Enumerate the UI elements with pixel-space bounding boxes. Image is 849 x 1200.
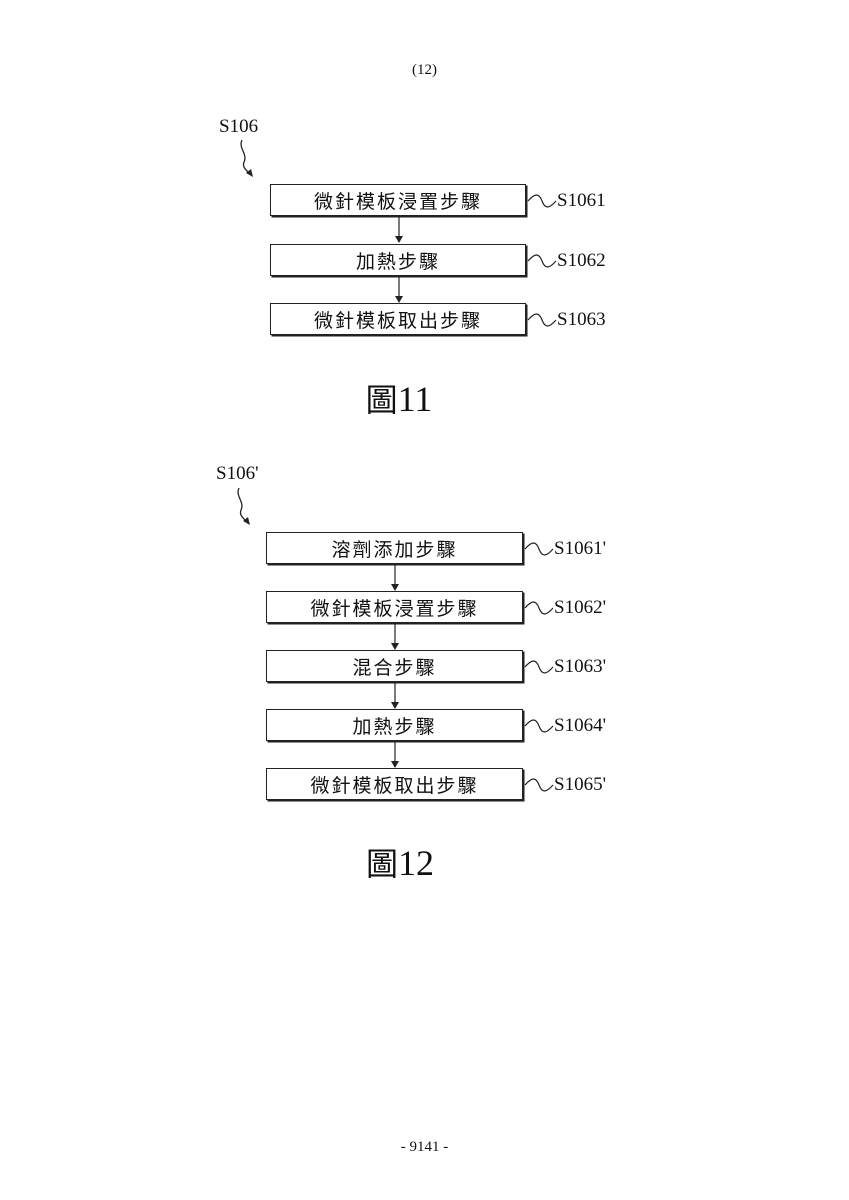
leader-tilde — [524, 541, 554, 557]
leader-tilde — [527, 312, 557, 328]
caption-prefix: 圖 — [366, 381, 398, 419]
step-text: 微針模板浸置步驟 — [310, 594, 478, 621]
page-header-marker: (12) — [0, 62, 849, 79]
page-footer-number: - 9141 - — [0, 1139, 849, 1156]
flow-arrow — [388, 624, 402, 651]
step-id-label: S1063' — [554, 656, 606, 678]
step-box: 加熱步驟 — [270, 244, 526, 276]
flow-arrow — [388, 683, 402, 710]
step-text: 微針模板取出步驟 — [314, 306, 482, 333]
step-text: 加熱步驟 — [356, 247, 440, 274]
step-id-label: S1061 — [557, 190, 606, 212]
leader-tilde — [527, 253, 557, 269]
root-step-label: S106 — [219, 116, 258, 138]
step-id-label: S1063 — [557, 309, 606, 331]
step-id-label: S1062' — [554, 597, 606, 619]
step-box: 混合步驟 — [266, 650, 523, 682]
flow-arrow — [392, 277, 406, 304]
flow-arrow — [388, 742, 402, 769]
step-box: 微針模板取出步驟 — [266, 768, 523, 800]
caption-number: 12 — [398, 843, 434, 883]
step-box: 微針模板取出步驟 — [270, 303, 526, 335]
figure-caption: 圖11 — [299, 375, 499, 421]
caption-prefix: 圖 — [366, 845, 398, 883]
figure-caption: 圖12 — [300, 839, 500, 885]
leader-tilde — [524, 659, 554, 675]
step-box: 溶劑添加步驟 — [266, 532, 523, 564]
step-id-label: S1061' — [554, 538, 606, 560]
step-text: 溶劑添加步驟 — [331, 535, 457, 562]
step-id-label: S1062 — [557, 250, 606, 272]
step-text: 微針模板取出步驟 — [310, 771, 478, 798]
caption-number: 11 — [398, 379, 433, 419]
leader-tilde — [527, 193, 557, 209]
leader-tilde — [524, 777, 554, 793]
root-pointer-arrow — [236, 138, 256, 178]
step-id-label: S1064' — [554, 715, 606, 737]
step-text: 微針模板浸置步驟 — [314, 187, 482, 214]
step-text: 加熱步驟 — [352, 712, 436, 739]
step-box: 微針模板浸置步驟 — [266, 591, 523, 623]
root-step-label: S106' — [216, 463, 259, 485]
leader-tilde — [524, 718, 554, 734]
step-text: 混合步驟 — [352, 653, 436, 680]
flow-arrow — [388, 565, 402, 592]
step-id-label: S1065' — [554, 774, 606, 796]
leader-tilde — [524, 600, 554, 616]
root-pointer-arrow — [233, 486, 253, 526]
flow-arrow — [392, 217, 406, 244]
step-box: 微針模板浸置步驟 — [270, 184, 526, 216]
step-box: 加熱步驟 — [266, 709, 523, 741]
